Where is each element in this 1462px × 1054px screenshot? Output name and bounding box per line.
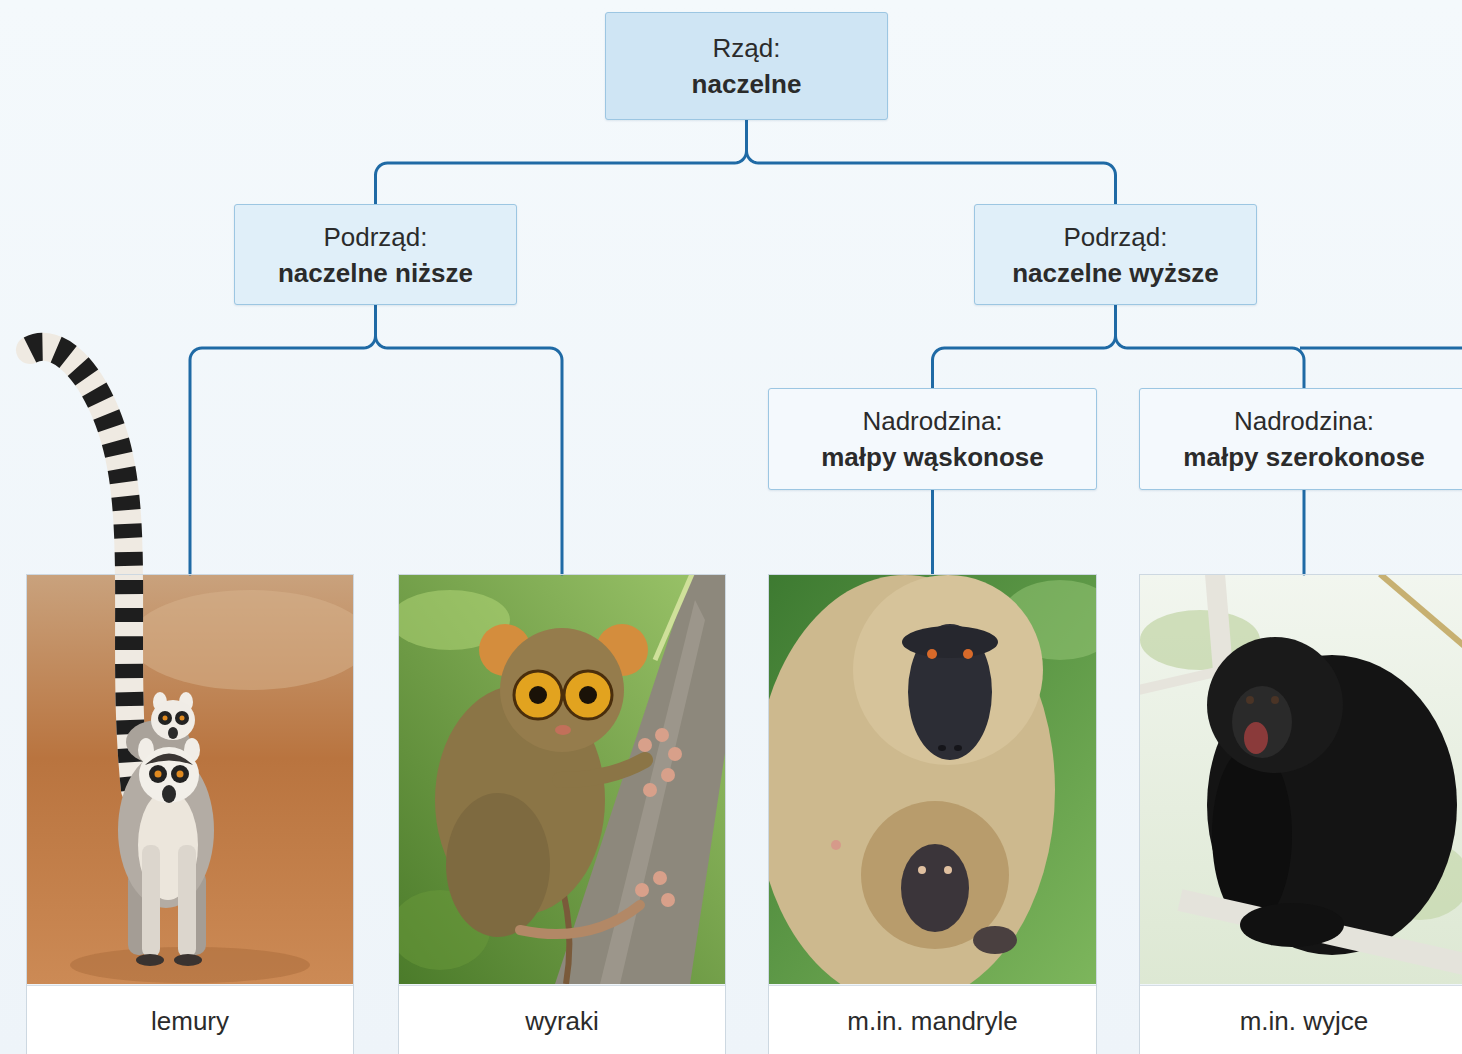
lemur-figure — [118, 692, 214, 966]
animal-card: m.in. mandryle — [768, 574, 1097, 1054]
howler-photo — [1139, 574, 1462, 984]
tree-connector — [190, 305, 376, 574]
tree-connector — [1303, 490, 1306, 574]
superfamily-box: Nadrodzina:małpy szerokonose — [1139, 388, 1462, 490]
rank-label: Rząd: — [713, 30, 781, 66]
caption-area: wyraki — [399, 985, 725, 1054]
tarsier-photo — [398, 574, 726, 984]
taxon-name: naczelne wyższe — [1012, 255, 1219, 291]
caption-area: m.in. wyjce — [1140, 985, 1462, 1054]
rank-label: Podrząd: — [1063, 219, 1167, 255]
animal-card: lemury — [26, 574, 354, 1054]
drill-photo — [768, 574, 1097, 984]
animal-caption: m.in. mandryle — [847, 1003, 1018, 1039]
tree-connector — [933, 305, 1116, 388]
rank-label: Nadrodzina: — [862, 403, 1002, 439]
taxon-name: naczelne — [692, 66, 802, 102]
superfamily-box: Nadrodzina:małpy wąskonose — [768, 388, 1097, 490]
rank-label: Podrząd: — [323, 219, 427, 255]
tree-connector — [376, 305, 563, 574]
animal-caption: m.in. wyjce — [1240, 1003, 1369, 1039]
animal-caption: wyraki — [525, 1003, 599, 1039]
taxon-name: naczelne niższe — [278, 255, 473, 291]
suborder-box: Podrząd:naczelne wyższe — [974, 204, 1257, 305]
taxon-name: małpy wąskonose — [821, 439, 1044, 475]
animal-card: m.in. wyjce — [1139, 574, 1462, 1054]
rank-label: Nadrodzina: — [1234, 403, 1374, 439]
lemur-photo — [26, 574, 354, 984]
tree-connector — [747, 120, 1116, 204]
tree-connector — [376, 120, 747, 204]
tree-connector — [931, 490, 934, 574]
bus-line — [1300, 347, 1462, 350]
suborder-box: Podrząd:naczelne niższe — [234, 204, 517, 305]
taxon-name: małpy szerokonose — [1183, 439, 1424, 475]
animal-caption: lemury — [151, 1003, 229, 1039]
lemur-tail — [30, 347, 135, 790]
connector-group — [190, 120, 1304, 574]
animal-card: wyraki — [398, 574, 726, 1054]
caption-area: m.in. mandryle — [769, 985, 1096, 1054]
tree-connector — [1116, 305, 1305, 388]
caption-area: lemury — [27, 985, 353, 1054]
order-box: Rząd:naczelne — [605, 12, 888, 120]
